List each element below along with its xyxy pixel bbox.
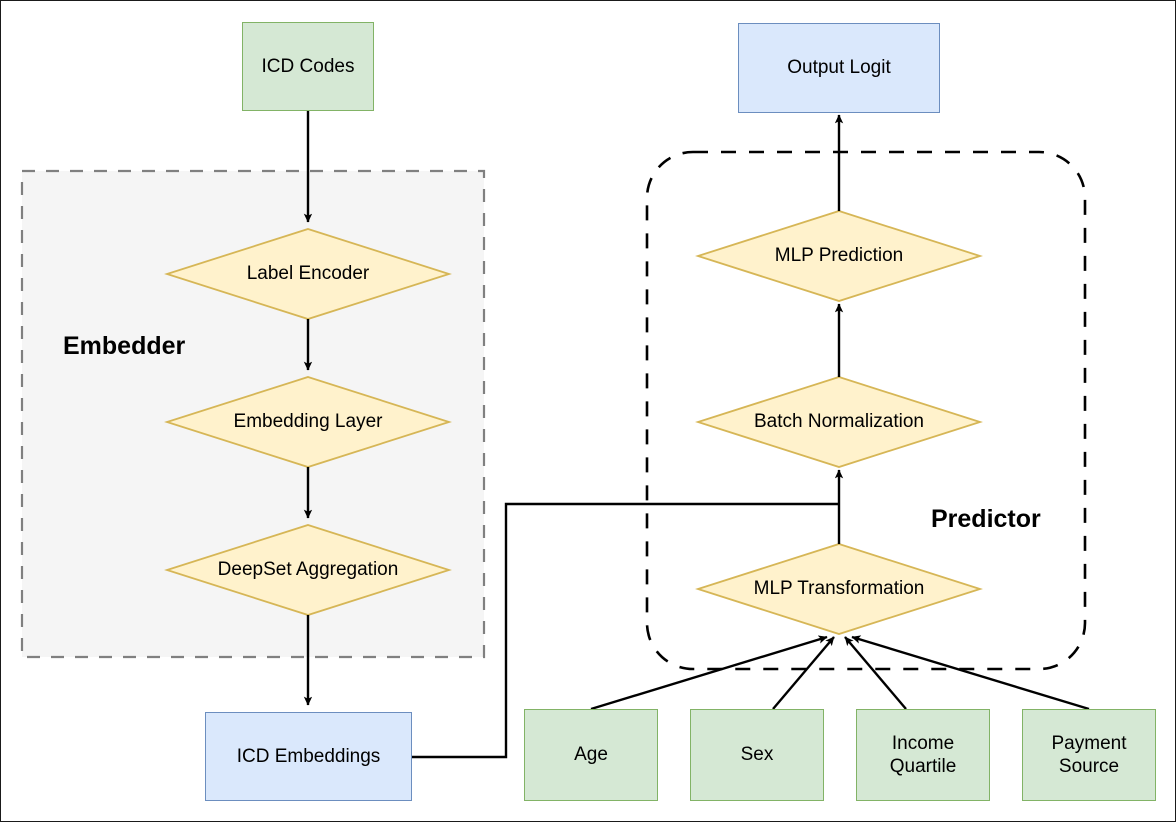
edge-sex-to-mlp-transformation — [772, 636, 835, 710]
group-predictor-box — [645, 150, 1087, 671]
node-output-logit[interactable]: Output Logit — [738, 23, 940, 113]
node-payment-source-label: Payment Source — [1051, 732, 1127, 777]
node-income-quartile[interactable]: Income Quartile — [856, 709, 990, 801]
node-age-label: Age — [574, 744, 608, 766]
node-payment-source[interactable]: Payment Source — [1022, 709, 1156, 801]
node-output-logit-label: Output Logit — [787, 57, 891, 79]
edge-income-quartile-to-mlp-transformation — [844, 636, 907, 710]
edge-icd-embeddings-to-batch-normalization — [411, 502, 839, 759]
group-label-embedder: Embedder — [63, 332, 186, 360]
node-mlp-transformation-shape[interactable] — [695, 543, 983, 635]
node-age[interactable]: Age — [524, 709, 658, 801]
edge-payment-source-to-mlp-transformation — [851, 635, 1090, 711]
group-label-predictor: Predictor — [931, 505, 1041, 533]
node-income-quartile-label: Income Quartile — [889, 732, 957, 777]
node-icd-embeddings-label: ICD Embeddings — [236, 745, 381, 767]
node-icd-codes-label: ICD Codes — [261, 55, 355, 77]
node-batch-normalization-shape[interactable] — [695, 376, 983, 468]
node-sex-label: Sex — [740, 744, 774, 766]
edge-age-to-mlp-transformation — [590, 635, 828, 711]
node-mlp-prediction-shape[interactable] — [695, 210, 983, 302]
node-sex[interactable]: Sex — [690, 709, 824, 801]
node-icd-embeddings[interactable]: ICD Embeddings — [205, 712, 412, 801]
node-icd-codes[interactable]: ICD Codes — [242, 22, 374, 111]
